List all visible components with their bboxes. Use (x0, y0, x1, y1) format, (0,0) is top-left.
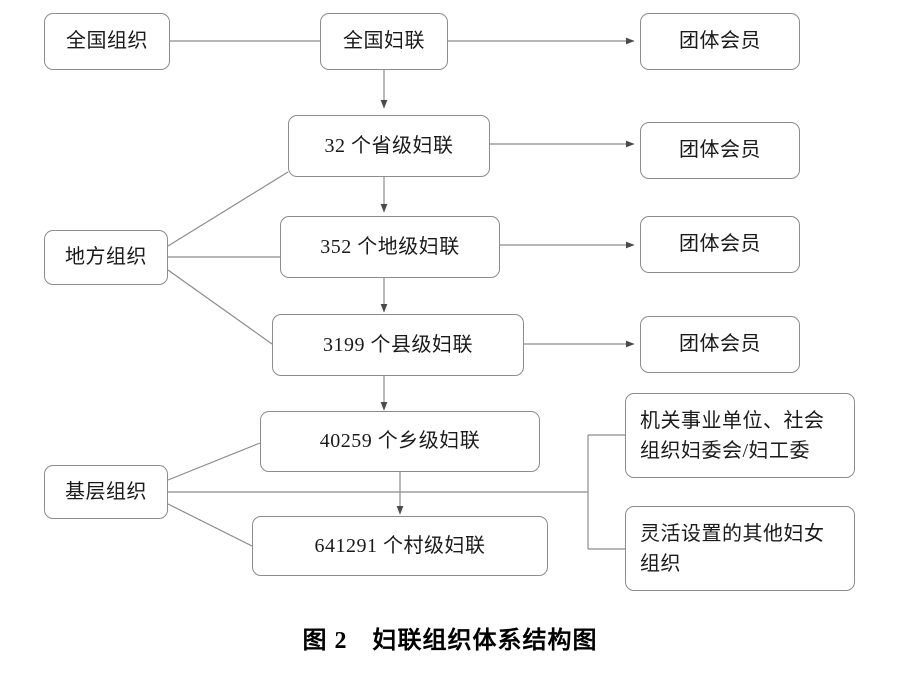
node-provincial-federations[interactable]: 32 个省级妇联 (288, 115, 490, 177)
node-group-member-1[interactable]: 团体会员 (640, 13, 800, 70)
node-village-federations[interactable]: 641291 个村级妇联 (252, 516, 548, 576)
node-prefecture-federations[interactable]: 352 个地级妇联 (280, 216, 500, 278)
node-group-member-2[interactable]: 团体会员 (640, 122, 800, 179)
node-group-member-3[interactable]: 团体会员 (640, 216, 800, 273)
edge-grassroots-to-township (167, 442, 261, 481)
node-county-federations[interactable]: 3199 个县级妇联 (272, 314, 524, 376)
edge-local-to-provincial (167, 171, 289, 247)
node-other-womens-organizations[interactable]: 灵活设置的其他妇女组织 (625, 506, 855, 591)
node-work-unit-committees[interactable]: 机关事业单位、社会组织妇委会/妇工委 (625, 393, 855, 478)
category-national-organization[interactable]: 全国组织 (44, 13, 170, 70)
category-grassroots-organization[interactable]: 基层组织 (44, 465, 168, 519)
node-township-federations[interactable]: 40259 个乡级妇联 (260, 411, 540, 472)
node-group-member-4[interactable]: 团体会员 (640, 316, 800, 373)
category-local-organization[interactable]: 地方组织 (44, 230, 168, 285)
node-national-federation[interactable]: 全国妇联 (320, 13, 448, 70)
edge-local-to-county (167, 269, 273, 345)
edge-grassroots-to-village (167, 503, 253, 547)
figure-caption: 图 2 妇联组织体系结构图 (302, 628, 598, 654)
